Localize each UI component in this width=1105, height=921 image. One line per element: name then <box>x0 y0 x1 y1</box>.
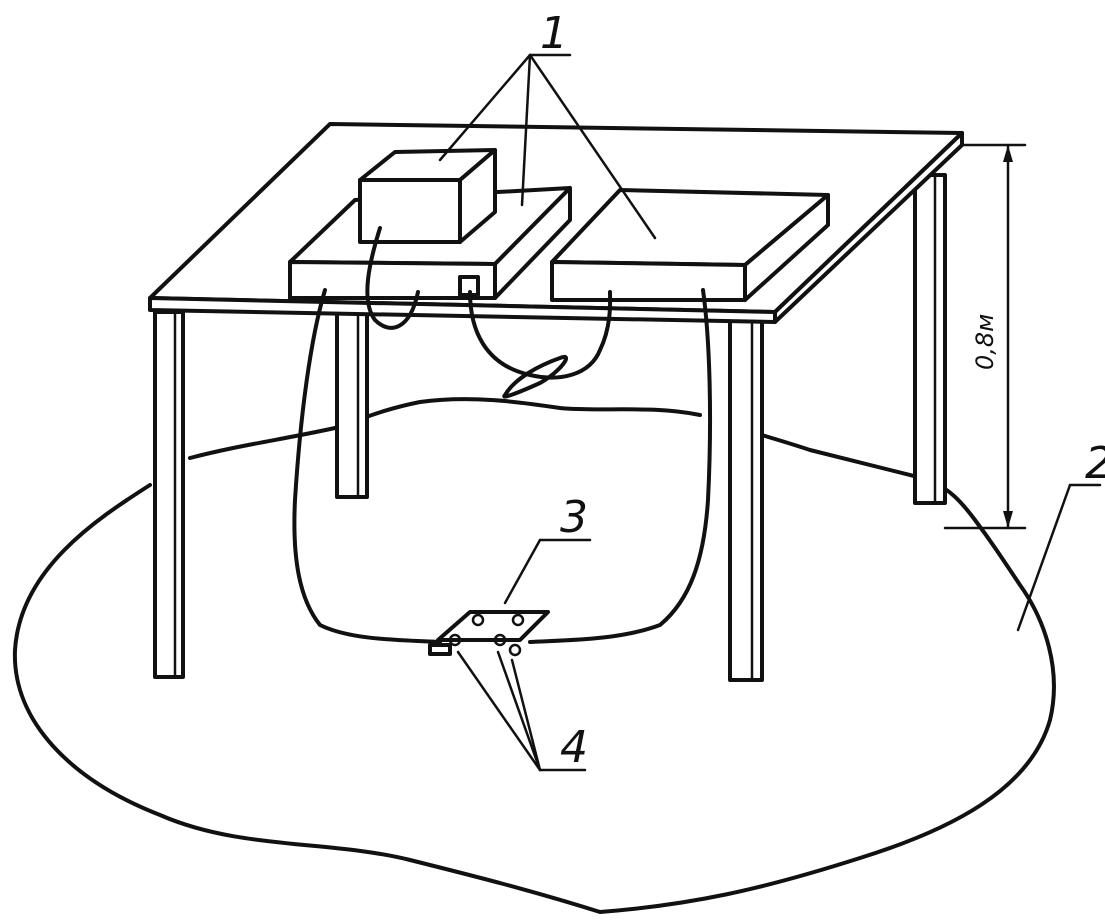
terminal-board <box>428 610 550 657</box>
terminal <box>508 643 522 657</box>
label-terminals: 4 <box>560 722 588 773</box>
table-leg-front-left <box>153 310 185 679</box>
leader-lines <box>438 53 1102 772</box>
terminal <box>471 613 485 627</box>
height-dimension <box>943 143 1027 530</box>
table-leg-back-right <box>913 173 947 505</box>
label-equipment: 1 <box>540 8 568 59</box>
terminal <box>448 633 462 647</box>
table-leg-back-left <box>335 310 369 499</box>
equipment-box-top <box>358 148 497 244</box>
label-height: 0,8м <box>971 314 999 370</box>
label-terminal-board: 3 <box>560 492 588 543</box>
terminal <box>493 633 507 647</box>
terminal <box>511 613 525 627</box>
label-ground-plane: 2 <box>1085 438 1105 489</box>
ground-plane-rear-edge <box>188 397 702 460</box>
equipment-unit-right <box>550 188 830 302</box>
table-legs <box>153 173 947 682</box>
cables <box>292 226 713 644</box>
table-leg-front-right <box>728 316 764 682</box>
